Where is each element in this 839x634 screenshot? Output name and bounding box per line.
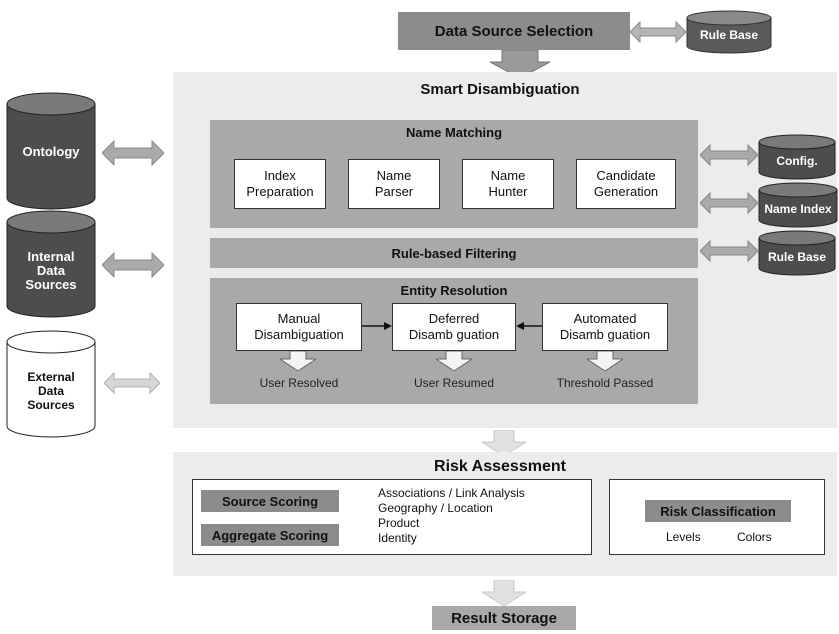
aggregate-scoring-badge: Aggregate Scoring	[201, 524, 339, 546]
name-parser-line1: Name	[376, 168, 412, 183]
external-data-sources-cylinder: External Data Sources	[6, 330, 96, 438]
name-parser-box: Name Parser	[348, 159, 440, 209]
result-storage-box: Result Storage	[432, 606, 576, 630]
name-hunter-line1: Name	[490, 168, 526, 183]
result-storage-label: Result Storage	[451, 609, 557, 627]
ontology-connector-arrow	[102, 140, 164, 166]
candidate-generation-box: Candidate Generation	[576, 159, 676, 209]
manual-disambiguation-line2: Disambiguation	[254, 327, 344, 342]
rule-base-right-cylinder: Rule Base	[758, 230, 836, 276]
rule-base-top-connector-arrow	[630, 20, 686, 44]
risk-assessment-title-text: Risk Assessment	[434, 458, 566, 475]
risk-assessment-title: Risk Assessment	[380, 457, 620, 477]
manual-disambiguation-line1: Manual	[277, 311, 321, 326]
name-index-label: Name Index	[764, 202, 832, 216]
manual-to-deferred-arrow	[362, 322, 392, 330]
risk-factors-list: Associations / Link Analysis Geography /…	[378, 486, 588, 546]
user-resumed-label: User Resumed	[392, 376, 516, 390]
internal-line2: Data	[36, 263, 66, 278]
deferred-disambiguation-line2: Disamb guation	[408, 327, 500, 342]
deferred-disambiguation-line1: Deferred	[428, 311, 480, 326]
internal-line3: Sources	[25, 277, 77, 292]
deferred-disambiguation-box: Deferred Disamb guation	[392, 303, 516, 351]
internal-sources-connector-arrow	[102, 252, 164, 278]
candidate-generation-line2: Generation	[593, 184, 659, 199]
automated-to-deferred-arrow	[516, 322, 542, 330]
external-line3: Sources	[27, 398, 75, 412]
rule-base-right-label: Rule Base	[767, 250, 827, 264]
smart-disambiguation-title-text: Smart Disambiguation	[420, 80, 580, 98]
risk-factor-associations: Associations / Link Analysis	[378, 486, 525, 500]
automated-outcome-arrow	[587, 351, 623, 371]
deferred-outcome-arrow	[436, 351, 472, 371]
risk-classification-badge: Risk Classification	[645, 500, 791, 522]
risk-colors-label: Colors	[737, 530, 772, 544]
external-line1: External	[27, 370, 75, 384]
internal-line1: Internal	[27, 249, 75, 264]
aggregate-scoring-label: Aggregate Scoring	[211, 527, 329, 543]
index-preparation-line2: Preparation	[246, 184, 314, 199]
config-label: Config.	[776, 154, 818, 168]
external-line2: Data	[37, 384, 64, 398]
risk-factor-identity: Identity	[378, 531, 417, 545]
internal-data-sources-cylinder: Internal Data Sources	[6, 210, 96, 318]
rule-based-filtering-label: Rule-based Filtering	[391, 245, 517, 261]
index-preparation-line1: Index	[264, 168, 296, 183]
name-parser-line2: Parser	[374, 184, 414, 199]
data-source-selection-box: Data Source Selection	[398, 12, 630, 50]
selection-down-arrow	[490, 50, 550, 78]
data-source-selection-label: Data Source Selection	[434, 22, 594, 40]
name-matching-title: Name Matching	[210, 123, 698, 141]
ontology-label: Ontology	[22, 144, 80, 159]
automated-disambiguation-line1: Automated	[573, 311, 637, 326]
manual-outcome-arrow	[280, 351, 316, 371]
name-index-cylinder: Name Index	[758, 182, 838, 228]
risk-factor-geography: Geography / Location	[378, 501, 493, 515]
user-resumed-text: User Resumed	[413, 376, 495, 390]
automated-disambiguation-line2: Disamb guation	[559, 327, 651, 342]
name-matching-title-text: Name Matching	[405, 124, 503, 140]
risk-factor-product: Product	[378, 516, 420, 530]
to-risk-down-arrow	[482, 430, 526, 456]
user-resolved-label: User Resolved	[236, 376, 362, 390]
name-hunter-box: Name Hunter	[462, 159, 554, 209]
rule-base-top-label: Rule Base	[699, 28, 759, 42]
entity-resolution-title: Entity Resolution	[210, 281, 698, 299]
index-preparation-box: Index Preparation	[234, 159, 326, 209]
rule-based-filtering-bar: Rule-based Filtering	[210, 238, 698, 268]
config-cylinder: Config.	[758, 134, 836, 180]
source-scoring-label: Source Scoring	[221, 493, 319, 509]
manual-disambiguation-box: Manual Disambiguation	[236, 303, 362, 351]
rule-base-top-cylinder: Rule Base	[686, 10, 772, 54]
user-resolved-text: User Resolved	[259, 376, 339, 390]
source-scoring-badge: Source Scoring	[201, 490, 339, 512]
smart-disambiguation-title: Smart Disambiguation	[380, 78, 620, 100]
name-index-connector-arrow	[700, 192, 758, 214]
to-result-down-arrow	[482, 580, 526, 606]
risk-levels-label: Levels	[666, 530, 701, 544]
risk-classification-levels: Levels	[666, 530, 701, 545]
name-hunter-line2: Hunter	[488, 184, 528, 199]
candidate-generation-line1: Candidate	[596, 168, 656, 183]
external-sources-connector-arrow	[104, 372, 160, 394]
risk-classification-colors: Colors	[737, 530, 772, 545]
automated-disambiguation-box: Automated Disamb guation	[542, 303, 668, 351]
config-connector-arrow	[700, 144, 758, 166]
threshold-passed-text: Threshold Passed	[556, 376, 654, 390]
risk-classification-label: Risk Classification	[660, 503, 776, 519]
threshold-passed-label: Threshold Passed	[542, 376, 668, 390]
entity-resolution-title-text: Entity Resolution	[400, 282, 508, 298]
ontology-cylinder: Ontology	[6, 92, 96, 210]
rule-base-right-connector-arrow	[700, 240, 758, 262]
